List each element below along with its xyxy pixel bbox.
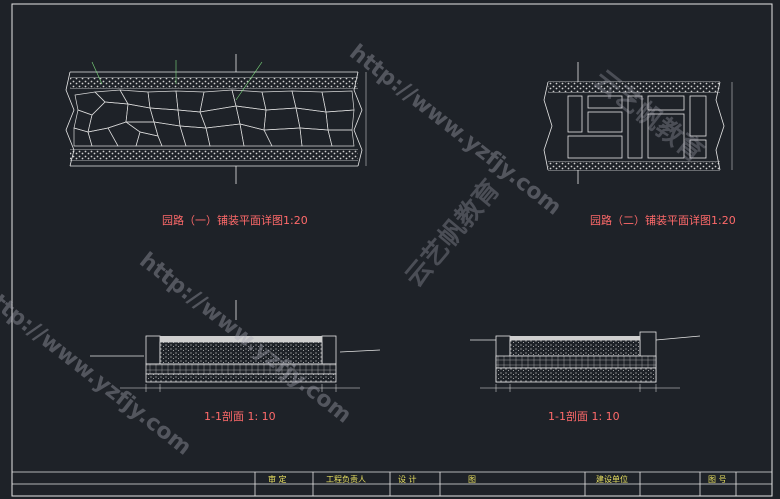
title-block-drawing-no: 图 号 [708,475,727,484]
plan-two-title: 园路（二）铺装平面详图1:20 [590,214,736,227]
title-block-grid [12,471,772,496]
title-block-owner: 工程负责人 [326,475,366,484]
title-block-design: 设 计 [398,475,417,484]
section-right-title: 1-1剖面 1: 10 [548,410,620,423]
title-block-construction-unit: 建设单位 [596,475,628,484]
section-left-title: 1-1剖面 1: 10 [204,410,276,423]
plan-one-drawing [65,54,367,184]
title-block-review: 审 定 [268,475,287,484]
title-block-drawing-name: 图 [468,475,476,484]
section-left-drawing [90,300,381,392]
plan-two-drawing [543,62,733,184]
plan-one-title: 园路（一）铺装平面详图1:20 [162,214,308,227]
drawing-frame [11,3,773,497]
section-right-drawing [470,331,701,392]
